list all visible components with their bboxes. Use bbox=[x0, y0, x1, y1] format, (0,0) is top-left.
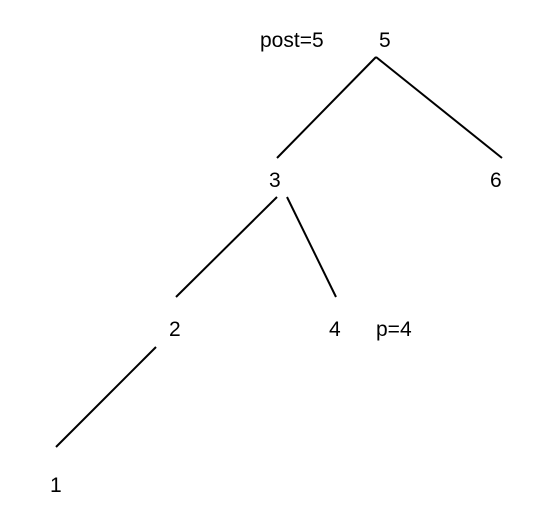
edge-2-1 bbox=[55, 346, 157, 448]
edge-3-2 bbox=[175, 196, 278, 298]
node-4: 4 bbox=[329, 318, 341, 341]
edge-3-4 bbox=[286, 196, 337, 298]
node-3: 3 bbox=[269, 169, 281, 192]
edge-5-3 bbox=[276, 56, 377, 159]
node-6: 6 bbox=[490, 169, 502, 192]
annotation-p: p=4 bbox=[376, 318, 412, 341]
edge-5-6 bbox=[375, 56, 503, 159]
annotation-post: post=5 bbox=[260, 29, 324, 52]
node-2: 2 bbox=[169, 318, 181, 341]
node-1: 1 bbox=[50, 474, 62, 497]
node-5: 5 bbox=[379, 29, 391, 52]
